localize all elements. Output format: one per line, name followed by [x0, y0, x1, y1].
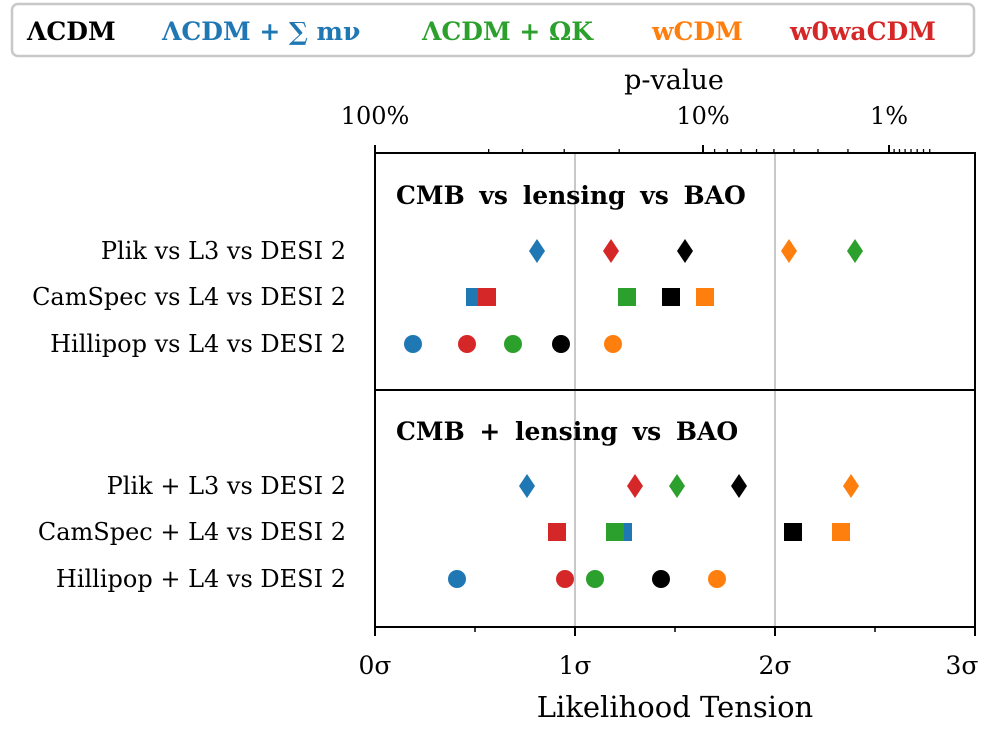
marker-1-3--cdm: [552, 335, 570, 353]
marker-2-2--cdm: [784, 523, 802, 541]
marker-1-2-w0wacdm: [478, 288, 496, 306]
row-label-camspec-3way: CamSpec vs L4 vs DESI 2: [32, 283, 346, 311]
x-tick-label-0: 0σ: [359, 651, 392, 680]
marker-2-3--cdm-m-: [448, 570, 466, 588]
panel-1-title: CMB vs lensing vs BAO: [396, 181, 746, 210]
top-tick-label-10: 10%: [676, 102, 729, 130]
bottom-axis-ticks: [374, 627, 976, 636]
marker-1-2--cdm-k: [618, 288, 636, 306]
row-label-hillipop-combined: Hillipop + L4 vs DESI 2: [56, 565, 346, 593]
marker-2-1-w0wacdm: [627, 474, 643, 498]
row-label-plik-3way: Plik vs L3 vs DESI 2: [101, 237, 346, 265]
marker-1-1--cdm: [677, 239, 693, 263]
marker-1-3-wcdm: [604, 335, 622, 353]
marker-2-2--cdm-k: [606, 523, 624, 541]
legend-entry-lcdm-mnu: ΛCDM + ∑ mν: [161, 17, 360, 46]
row-label-camspec-combined: CamSpec + L4 vs DESI 2: [38, 518, 346, 546]
top-tick-label-1: 1%: [870, 102, 908, 130]
panel-2-title: CMB + lensing vs BAO: [396, 417, 738, 446]
marker-1-2--cdm: [662, 288, 680, 306]
legend-entry-lcdm: ΛCDM: [26, 17, 116, 46]
marker-2-2-w0wacdm: [548, 523, 566, 541]
marker-2-1-wcdm: [843, 474, 859, 498]
top-axis: p-value 100% 10% 1%: [341, 65, 931, 153]
x-tick-label-2: 2σ: [759, 651, 792, 680]
legend-entry-w0wacdm: w0waCDM: [789, 17, 936, 46]
marker-1-1-w0wacdm: [603, 239, 619, 263]
marker-2-1--cdm-k: [669, 474, 685, 498]
x-tick-label-1: 1σ: [559, 651, 592, 680]
marker-1-2-wcdm: [696, 288, 714, 306]
legend-entry-lcdm-omegak: ΛCDM + ΩK: [421, 17, 594, 46]
marker-1-3--cdm-m-: [404, 335, 422, 353]
x-axis-label: Likelihood Tension: [537, 690, 813, 724]
bottom-axis: 0σ 1σ 2σ 3σ Likelihood Tension: [359, 627, 979, 724]
marker-2-3-wcdm: [708, 570, 726, 588]
marker-2-3-w0wacdm: [556, 570, 574, 588]
legend-frame: [10, 2, 976, 58]
legend: ΛCDM ΛCDM + ∑ mν ΛCDM + ΩK wCDM w0waCDM: [10, 2, 976, 58]
top-tick-label-100: 100%: [341, 102, 410, 130]
data-markers: [404, 239, 863, 588]
top-axis-label: p-value: [624, 65, 724, 96]
top-axis-ticks: [374, 145, 931, 153]
marker-2-1--cdm-m-: [519, 474, 535, 498]
marker-2-2-wcdm: [832, 523, 850, 541]
marker-2-3--cdm: [652, 570, 670, 588]
legend-entry-wcdm: wCDM: [651, 17, 743, 46]
marker-2-1--cdm: [731, 474, 747, 498]
row-label-plik-combined: Plik + L3 vs DESI 2: [107, 472, 346, 500]
marker-1-1-wcdm: [781, 239, 797, 263]
plot-area: CMB vs lensing vs BAO CMB + lensing vs B…: [32, 152, 976, 628]
marker-1-1--cdm-k: [847, 239, 863, 263]
marker-2-3--cdm-k: [586, 570, 604, 588]
marker-1-3-w0wacdm: [458, 335, 476, 353]
marker-1-3--cdm-k: [504, 335, 522, 353]
marker-1-1--cdm-m-: [529, 239, 545, 263]
row-label-hillipop-3way: Hillipop vs L4 vs DESI 2: [50, 330, 346, 358]
x-tick-label-3: 3σ: [946, 651, 979, 680]
